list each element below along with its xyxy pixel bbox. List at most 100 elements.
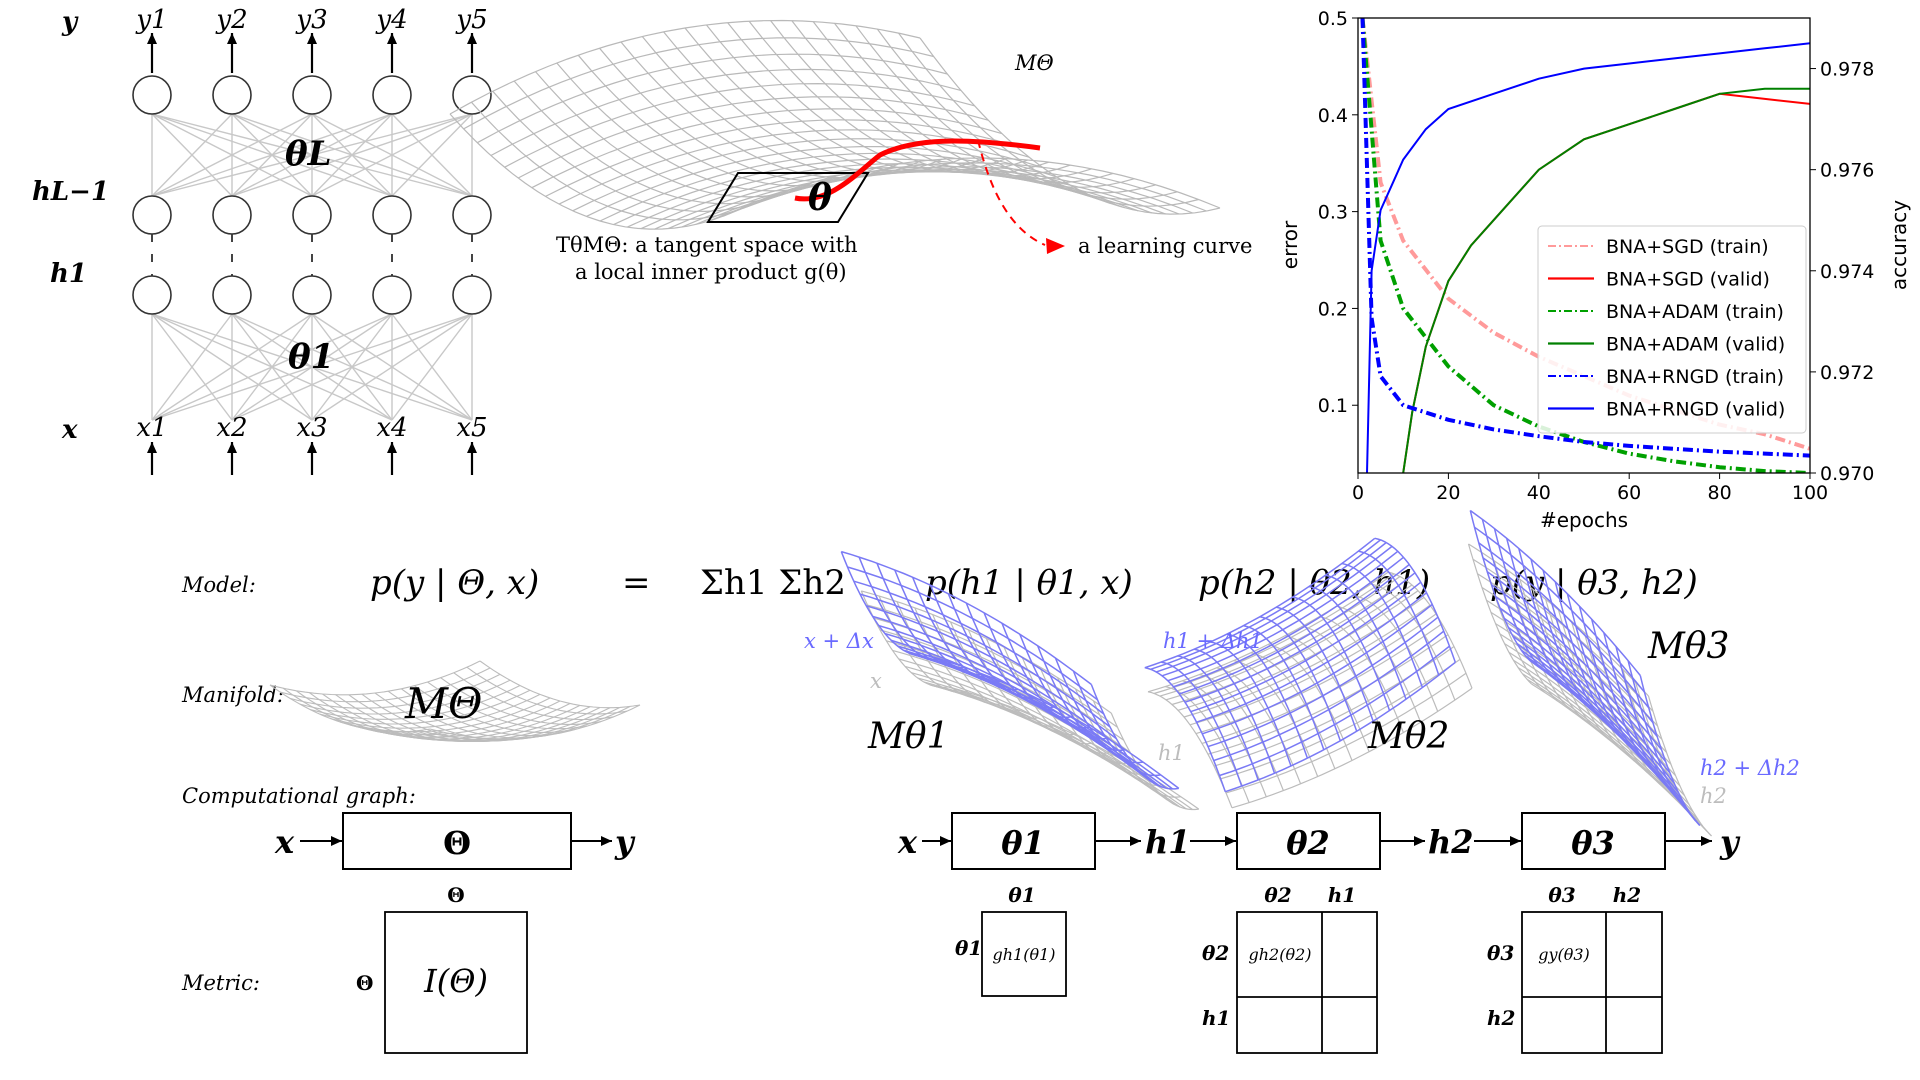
legend-entry: BNA+SGD (train) [1606,236,1769,258]
graph-output-y: y [614,823,636,861]
manifold-m2-blue-line [1202,603,1433,735]
manifold-m3-blue-line [1499,607,1671,774]
output-node-label: y1 [135,5,167,35]
x-tick-label: 80 [1708,482,1732,504]
manifold-m2-blue-line [1213,630,1445,762]
metric-b3-row1: θ3 [1487,941,1514,965]
neuron-node [292,195,332,235]
connection-line [151,113,473,197]
legend-entry: BNA+RNGD (train) [1606,366,1784,388]
input-arrow-head [467,442,477,453]
input-node-label: x5 [456,413,487,443]
manifold-illustration: MΘ θ TθMΘ: a tangent space with a local … [449,19,1252,284]
weight-label-bottom: θ1 [288,337,334,377]
x-tick-label: 60 [1617,482,1641,504]
manifold-mesh-line [736,162,1207,212]
y-left-tick-label: 0.1 [1318,395,1348,417]
manifold-m3-blue-line [1512,635,1684,802]
row-label-graph: Computational graph: [182,784,416,808]
connection-line [151,313,233,421]
metric-block3 [1521,911,1663,1054]
graph-theta3: θ3 [1571,824,1615,862]
connection-line [151,113,233,197]
metric-block2 [1236,911,1378,1054]
plot-frame [1357,17,1811,474]
manifold-m2-blue-line [1184,572,1416,703]
marginal-sums: Σh1 Σh2 [700,563,846,603]
h1-perturbed-label: h1 + Δh1 [1163,629,1263,653]
graph-box-theta1 [951,812,1096,870]
row-label-manifold: Manifold: [181,683,284,707]
manifold-full-mesh-line [440,677,601,725]
manifold-mesh-line [791,20,1092,180]
manifold-m2-blue-line [1196,592,1427,723]
manifold-m2-gray-line [1387,571,1473,689]
metric-b1-cell: gh1(θ1) [992,945,1055,964]
manifold-m3-blue-line [1503,617,1675,784]
neuron-node [452,275,492,315]
x-tick-label: 100 [1792,482,1828,504]
manifold-m1-blue-line [916,654,1167,789]
metric-full-cell: I(Θ) [423,962,488,1000]
manifold-m3-gray-line [1522,673,1703,827]
model-formula: p(y | Θ, x) [370,563,539,603]
series-line-5 [1366,42,1810,473]
x-tick-label: 0 [1352,482,1364,504]
manifold-m1-gray-line [1074,688,1164,786]
graph-box-Theta [342,812,572,870]
graph-h2: h2 [1428,823,1474,861]
manifold-m1-blue-line [1090,684,1179,790]
manifold-m1-blue-line [922,655,1173,790]
y-left-tick-label: 0.5 [1318,8,1348,30]
y-left-tick-label: 0.4 [1318,105,1348,127]
manifold-m1-gray-line [936,686,1187,810]
graph-theta1: θ1 [1001,824,1045,862]
manifold-mesh-line [876,28,1178,200]
metric-full-block [384,911,528,1054]
y-left-tick-label: 0.2 [1318,298,1348,320]
connection-line [151,313,313,421]
connection-line [391,313,473,421]
manifold-m3-blue-line [1516,642,1688,809]
connection-line [231,313,473,421]
manifold-m2-gray-line [1336,605,1422,723]
metric-b2-row1: θ2 [1202,941,1229,965]
neuron-node [372,75,412,115]
metric-b3-col2: h2 [1613,883,1642,907]
connection-line [151,113,313,197]
manifold-m2-blue-line [1207,616,1439,748]
manifold-m1-gray-line [904,665,1156,790]
y-right-tick-label: 0.970 [1820,463,1874,485]
manifold-mesh-line [919,37,1221,215]
output-arrow-head [387,33,397,44]
manifold-full-mesh-line [389,707,601,742]
metric-full-row: Θ [356,971,373,995]
tangent-plane [706,172,870,223]
manifold-m2-gray-line [1231,687,1473,809]
graph-box-theta2 [1236,812,1381,870]
manifold-m2-blue-line [1219,645,1450,777]
hidden-layer-first-label: h1 [50,259,87,289]
learning-curve-arrow [1046,238,1065,254]
tangent-text-line2: a local inner product g(θ) [575,260,847,284]
manifold-full-mesh-line [466,666,627,715]
connection-line [151,313,393,421]
x-perturbed-label: x + Δx [804,629,874,653]
neuron-node [212,75,252,115]
input-node-label: x3 [296,413,327,443]
neuron-node [372,195,412,235]
metric-full-col: Θ [447,883,464,907]
manifold-m2-blue-line [1276,606,1358,732]
factor-layer1: p(h1 | θ1, x) [925,563,1133,603]
input-arrow-head [147,442,157,453]
manifold-m2-blue-line [1225,661,1456,793]
neuron-node [452,195,492,235]
input-arrow-head [387,442,397,453]
manifold-m2-gray-line [1302,625,1387,743]
metric-b1-col: θ1 [1008,883,1035,907]
manifold-m2-gray-line [1225,672,1467,794]
manifold-m2-gray-line [1319,616,1404,733]
manifold-m2-gray-line [1353,594,1439,712]
x-tick-label: 20 [1436,482,1460,504]
manifold-top-label: MΘ [1014,51,1054,75]
